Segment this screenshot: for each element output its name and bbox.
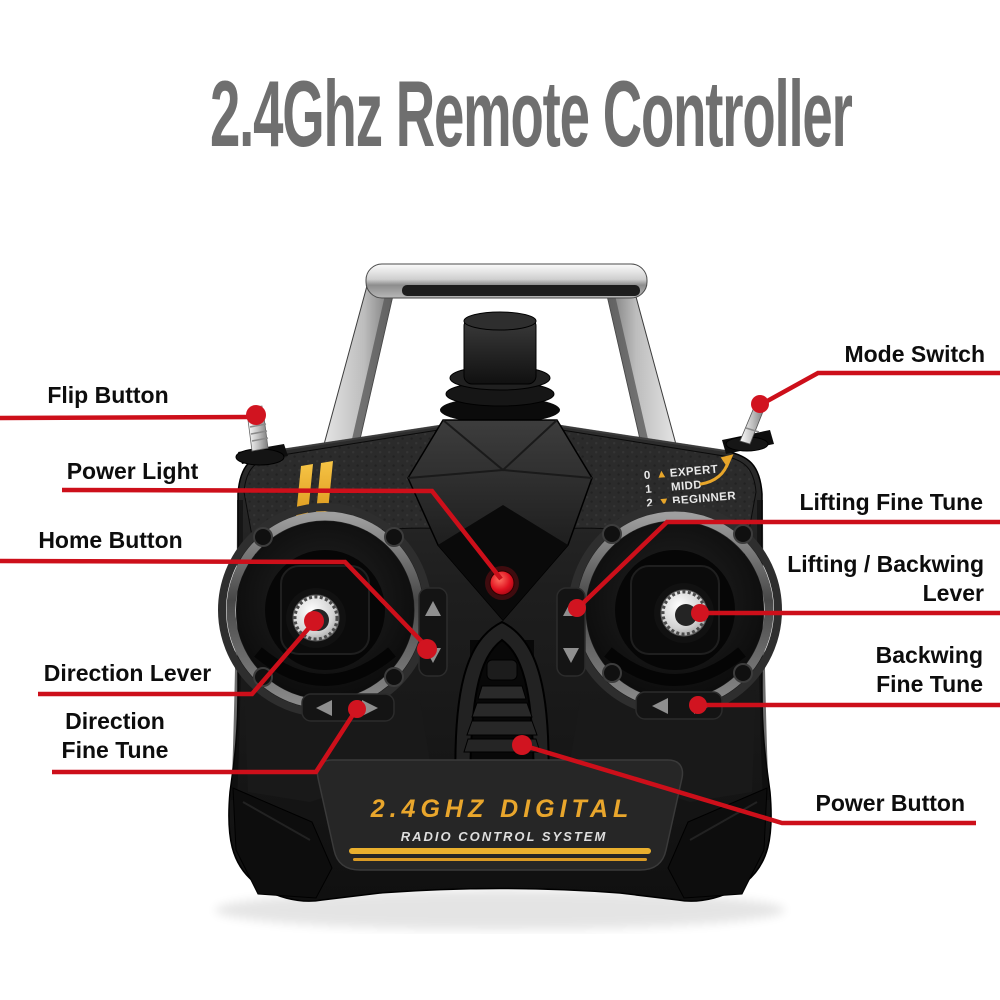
- trim-left-arrow-icon: [652, 698, 668, 714]
- carry-handle: [315, 263, 685, 475]
- branding-line1: 2.4GHZ DIGITAL: [370, 795, 634, 823]
- lifting-fine-tune-callout-line: [576, 519, 1000, 610]
- power-light-label: Power Light: [66, 458, 199, 484]
- mode-switch-callout-dot: [751, 395, 769, 413]
- lifting-fine-tune-label: Lifting Fine Tune: [799, 489, 983, 515]
- power-button-callout-dot: [512, 735, 532, 755]
- mode-switch-hardware: [722, 404, 774, 454]
- direction-fine-tune-label: Direction Fine Tune: [61, 708, 169, 763]
- direction-lever-callout-line: [38, 620, 316, 697]
- page-title: 2.4Ghz Remote Controller: [210, 61, 853, 166]
- branding-line2: RADIO CONTROL SYSTEM: [401, 829, 608, 844]
- power-light-led: [489, 570, 515, 596]
- antenna-stub: [440, 311, 560, 423]
- home-button-trim: [418, 587, 448, 677]
- lifting-backwing-lever-label: Lifting / Backwing Lever: [787, 551, 984, 606]
- trim-right-arrow-icon: [362, 700, 378, 716]
- power-button-switch: [454, 620, 550, 799]
- direction-fine-tune-callout-dot: [348, 700, 366, 718]
- trim-down-arrow-icon: [563, 648, 579, 663]
- lifting-fine-tune-callout-dot: [568, 599, 586, 617]
- lifting-backwing-lever-callout-dot: [691, 604, 709, 622]
- ground-shadow: [215, 890, 785, 930]
- power-button-label: Power Button: [815, 790, 966, 816]
- callout-connectors: [0, 370, 1000, 826]
- expert-up-triangle-icon: ▲: [655, 468, 668, 481]
- flip-button-label: Flip Button: [47, 382, 169, 408]
- backwing-fine-tune-label: Backwing Fine Tune: [875, 642, 983, 697]
- direction-lever-stick: [218, 503, 432, 717]
- branding-panel: 2.4GHZ DIGITAL RADIO CONTROL SYSTEM: [316, 759, 684, 871]
- gold-stripe-thick: [349, 848, 651, 854]
- direction-lever-callout-dot: [304, 611, 324, 631]
- direction-lever-label: Direction Lever: [43, 660, 212, 686]
- trim-up-arrow-icon: [425, 601, 441, 616]
- backwing-fine-tune-callout-dot: [689, 696, 707, 714]
- center-console: [407, 419, 593, 622]
- flip-button-callout-dot: [246, 405, 266, 425]
- svg-text:0▲EXPERT: 0▲EXPERT: [643, 464, 718, 482]
- trim-left-arrow-icon: [316, 700, 332, 716]
- screw-details: [253, 524, 753, 687]
- flip-button-callout-line: [0, 414, 251, 421]
- power-light-callout-line: [61, 487, 503, 581]
- side-grips: [232, 787, 768, 899]
- gold-stripe-thin: [353, 858, 647, 861]
- callout-dots: [246, 395, 769, 755]
- mode-switch-label: Mode Switch: [844, 341, 985, 367]
- direction-fine-tune-trim: [301, 693, 395, 722]
- power-button-callout-line: [521, 742, 976, 826]
- direction-fine-tune-callout-line: [52, 708, 358, 775]
- mode-switch-callout-line: [758, 370, 1000, 407]
- home-button-label: Home Button: [38, 527, 183, 553]
- home-button-callout-line: [0, 558, 429, 649]
- home-button-callout-dot: [417, 639, 437, 659]
